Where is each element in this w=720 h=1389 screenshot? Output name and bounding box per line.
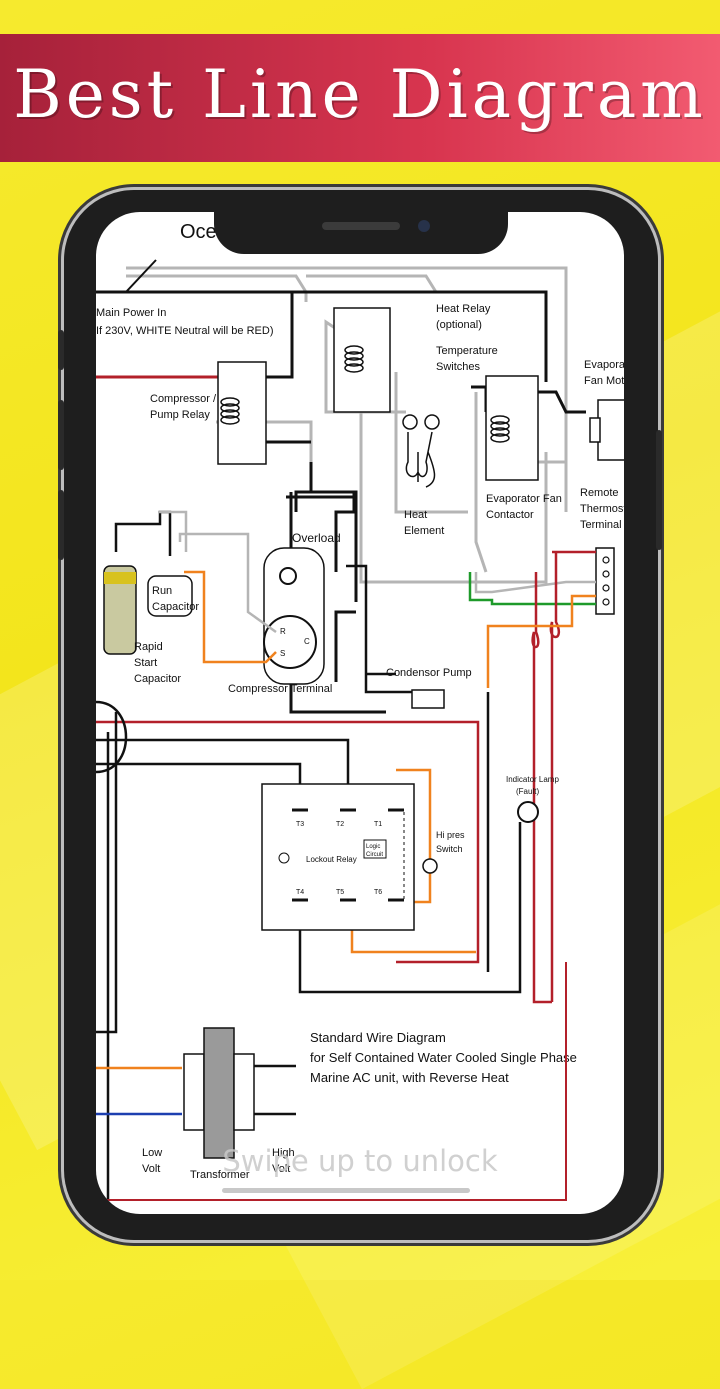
temperature-switch-icons	[402, 414, 440, 430]
rapid-start-label: Start	[134, 657, 157, 669]
transformer-label: Transformer	[190, 1169, 250, 1181]
diagram-description: for Self Contained Water Cooled Single P…	[310, 1050, 577, 1065]
hi-pres-label: Hi pres	[436, 830, 465, 840]
fan-motor-body	[597, 399, 624, 461]
heat-relay-label: (optional)	[436, 319, 482, 331]
terminal-r: R	[280, 627, 286, 636]
power-lines	[96, 259, 586, 714]
rapid-start-label: Rapid	[134, 641, 163, 653]
indicator-lamp-label: Indicator Lamp	[506, 775, 559, 784]
indicator-lamp	[517, 801, 539, 823]
lockout-relay-label: Lockout Relay	[306, 855, 357, 864]
low-volt-label: Volt	[142, 1163, 160, 1175]
evaporator-contactor-coil	[490, 415, 510, 443]
terminal-t6: T6	[374, 889, 382, 896]
heat-relay-coil	[344, 345, 364, 373]
logic-circuit-box	[363, 839, 387, 859]
terminal-t1: T1	[374, 821, 382, 828]
evaporator-contactor-box	[485, 375, 539, 481]
phone-side-button	[58, 400, 64, 470]
compressor-relay-coil	[220, 397, 240, 425]
overload-wire	[294, 490, 356, 512]
heat-relay-label: Heat Relay	[436, 303, 491, 315]
thermostat-label: Terminal	[580, 519, 622, 531]
indicator-lamp-label: (Fault)	[516, 787, 539, 796]
lockout-terminals	[292, 808, 404, 902]
lockout-relay-indicator	[278, 852, 290, 864]
transformer-core	[203, 1027, 235, 1159]
fan-motor-label: Fan Motor	[584, 375, 624, 387]
phone-side-button	[58, 490, 64, 560]
run-capacitor	[147, 575, 193, 617]
earpiece-speaker	[322, 222, 400, 230]
thermostat-terminals	[602, 556, 610, 606]
mid-wiring	[96, 692, 522, 1212]
evaporator-contactor-label: Contactor	[486, 509, 534, 521]
rapid-start-capacitor	[103, 565, 137, 655]
diagram-description: Marine AC unit, with Reverse Heat	[310, 1070, 509, 1085]
transformer-secondary	[233, 1053, 255, 1131]
low-volt-label: Low	[142, 1147, 162, 1159]
terminal-t2: T2	[336, 821, 344, 828]
high-volt-label: Volt	[272, 1163, 290, 1175]
compressor-terminal-plate	[263, 615, 317, 669]
banner-title: Best Line Diagram	[13, 56, 707, 133]
temperature-switches-label: Switches	[436, 361, 481, 373]
overload-terminal	[279, 567, 297, 585]
heat-element-label: Heat	[404, 509, 427, 521]
hi-pres-switch	[422, 858, 438, 874]
title-banner	[0, 34, 720, 162]
home-indicator-bar[interactable]	[222, 1188, 470, 1193]
pump-wires	[346, 564, 426, 694]
transformer-primary	[183, 1053, 205, 1131]
temperature-switches-label: Temperature	[436, 345, 498, 357]
terminal-s: S	[280, 649, 285, 658]
compressor-relay-label: Compressor /	[150, 393, 217, 405]
thermostat-label: Thermostat	[580, 503, 624, 515]
terminal-t3: T3	[296, 821, 304, 828]
rapid-start-band	[104, 572, 136, 584]
swipe-to-unlock-text: Swipe up to unlock	[222, 1144, 498, 1178]
wiring-diagram: Ocea unit	[96, 221, 624, 1212]
control-wires	[468, 550, 596, 1004]
run-capacitor-label: Capacitor	[152, 601, 199, 613]
thermostat-label: Remote	[580, 487, 619, 499]
heat-element-label: Element	[404, 525, 444, 537]
heat-element-coil	[405, 431, 436, 488]
terminal-t5: T5	[336, 889, 344, 896]
condensor-pump-label: Condensor Pump	[386, 667, 472, 679]
rapid-start-label: Capacitor	[134, 673, 181, 685]
fan-motor-shaft	[589, 417, 601, 443]
phone-notch	[214, 206, 508, 254]
compressor-relay-label: Pump Relay	[150, 409, 210, 421]
capacitor-wires	[114, 510, 277, 664]
logic-circuit-label: Logic	[366, 844, 380, 850]
terminal-t4: T4	[296, 889, 304, 896]
evaporator-contactor-label: Evaporator Fan	[486, 493, 562, 505]
phone-side-button	[656, 430, 662, 550]
phone-side-button	[58, 330, 64, 370]
bottom-red-wire	[96, 962, 567, 1201]
terminal-c: C	[304, 637, 310, 646]
diagram-description: Standard Wire Diagram	[310, 1030, 446, 1045]
overload-label: Overload	[292, 531, 341, 545]
high-volt-label: High	[272, 1147, 295, 1159]
run-capacitor-label: Run	[152, 585, 172, 597]
hi-pres-label: Switch	[436, 844, 463, 854]
compressor-relay-box	[217, 361, 267, 465]
condensor-pump-body	[411, 689, 445, 709]
compressor-terminal-label: Compressor Terminal	[228, 683, 332, 695]
main-power-label: Main Power In	[96, 307, 166, 319]
logic-circuit-label: Circuit	[366, 852, 383, 858]
main-power-note: If 230V, WHITE Neutral will be RED)	[96, 325, 273, 337]
fan-motor-label: Evaporator	[584, 359, 624, 371]
front-camera	[418, 220, 430, 232]
phone-screen[interactable]: Ocea unit	[96, 212, 624, 1214]
